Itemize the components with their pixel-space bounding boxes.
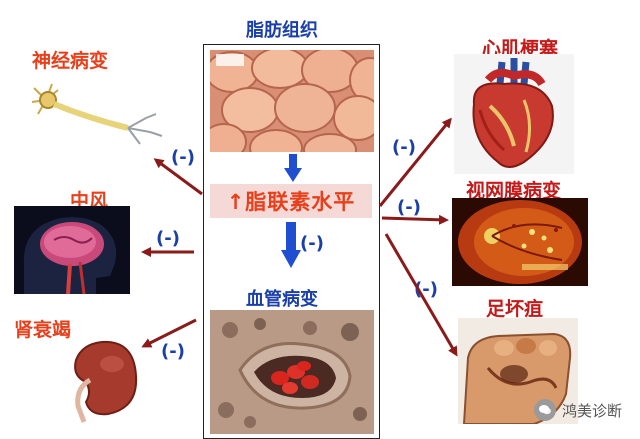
kidney-image	[62, 336, 142, 424]
renal-failure-label: 肾衰竭	[14, 319, 72, 341]
down-arrow-icon	[284, 154, 302, 182]
arrow-to-retinopathy	[381, 214, 449, 225]
neuropathy-label: 神经病变	[32, 50, 109, 72]
retina-image	[452, 198, 588, 286]
neuron-image	[28, 78, 166, 150]
arrow-to-neuropathy	[153, 158, 203, 196]
vascular-disease-label: 血管病变	[246, 289, 318, 310]
adipose-tissue-image	[210, 50, 374, 152]
foot-gangrene-label: 足坏疽	[486, 298, 544, 320]
vascular-lesion-image	[210, 310, 374, 434]
negative-effect-label: (-)	[171, 147, 195, 168]
watermark: 鸿美诊断	[533, 399, 622, 421]
arrow-to-gangrene	[384, 233, 458, 357]
adipose-tissue-title: 脂肪组织	[246, 20, 318, 41]
negative-effect-label: (-)	[392, 137, 416, 158]
chat-bubble-icon	[533, 399, 556, 421]
negative-effect-label: (-)	[300, 233, 324, 254]
negative-effect-label: (-)	[397, 197, 421, 218]
brain-image	[14, 206, 130, 294]
negative-effect-label: (-)	[156, 228, 180, 249]
watermark-text: 鸿美诊断	[561, 401, 622, 420]
down-arrow-icon	[281, 222, 301, 268]
heart-image	[454, 54, 574, 174]
adiponectin-level-label: ↑脂联素水平	[210, 184, 372, 218]
arrow-to-mi	[378, 117, 452, 207]
arrow-to-renal-failure	[141, 318, 197, 348]
retinopathy-label: 视网膜病变	[466, 180, 562, 202]
negative-effect-label: (-)	[161, 341, 185, 362]
